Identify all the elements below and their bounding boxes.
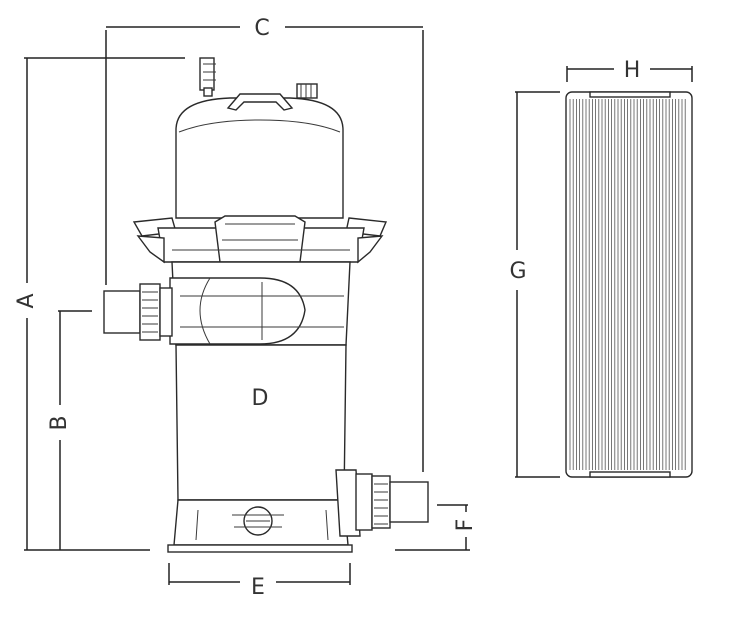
label-e: E xyxy=(251,575,265,600)
label-d: D xyxy=(252,386,269,411)
filter-tank xyxy=(103,57,429,553)
cartridge-pleats xyxy=(569,99,686,470)
air-relief-valve xyxy=(199,57,216,97)
locking-ring xyxy=(132,215,388,264)
inlet-union xyxy=(103,283,173,341)
tank-base xyxy=(167,499,353,553)
drain-plug xyxy=(232,506,284,536)
label-a: A xyxy=(14,293,39,308)
label-g: G xyxy=(509,259,526,284)
label-c: C xyxy=(254,16,269,41)
label-f: F xyxy=(453,519,478,532)
outlet-union xyxy=(335,469,429,537)
lid-handle xyxy=(226,93,294,111)
label-h: H xyxy=(624,58,641,83)
dimension-labels: C A B D E F G H xyxy=(14,16,640,600)
filter-cartridge xyxy=(565,91,693,478)
tank-lower-body xyxy=(175,344,347,501)
inlet-manifold xyxy=(169,277,344,345)
label-b: B xyxy=(47,415,72,430)
tank-lid xyxy=(175,97,344,219)
pressure-gauge-port xyxy=(296,83,318,99)
